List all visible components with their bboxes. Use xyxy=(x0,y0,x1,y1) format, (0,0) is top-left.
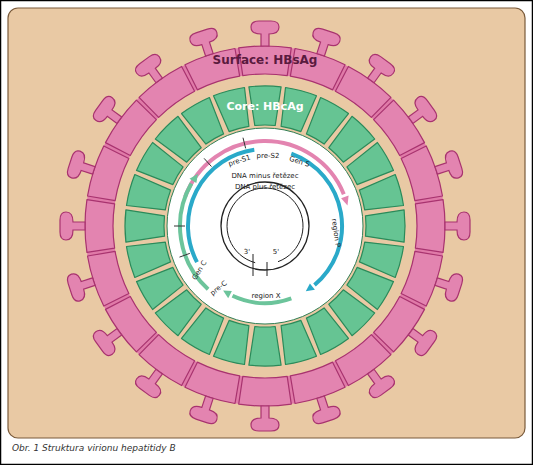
arrow-head xyxy=(223,291,232,299)
envelope-circle: Surface: HBsAgCore: HBcAg xyxy=(60,21,470,431)
core-capsomer xyxy=(359,175,403,210)
label-holder: region X xyxy=(251,283,280,302)
surface-spike xyxy=(432,149,464,183)
core-capsomer xyxy=(366,210,406,242)
core-capsomer xyxy=(127,242,171,277)
gene-boundary-tick xyxy=(179,253,189,257)
envelope-protein xyxy=(400,247,444,306)
genome-label: region X xyxy=(251,292,280,300)
envelope-units xyxy=(60,21,470,431)
gene-c-arc xyxy=(180,184,208,290)
genome-label: 5' xyxy=(273,248,279,256)
envelope-unit xyxy=(239,21,292,76)
label-holder: region P xyxy=(328,217,351,248)
envelope-unit xyxy=(84,293,159,368)
envelope-unit xyxy=(371,84,446,159)
dna-plus-strand xyxy=(227,188,303,263)
surface-spike xyxy=(432,268,464,302)
strand-ends xyxy=(253,254,267,276)
polymerase-arc xyxy=(188,150,254,262)
background-panel xyxy=(8,8,525,438)
envelope-unit xyxy=(415,200,470,253)
surface-spike xyxy=(133,363,170,400)
envelope-unit xyxy=(239,376,292,431)
surface-spike xyxy=(66,149,98,183)
envelope-protein xyxy=(184,361,243,405)
genome-label: pre-S2 xyxy=(257,152,280,160)
envelope-ring xyxy=(99,60,431,392)
arrow-head xyxy=(341,196,349,206)
genome-label: DNA minus řetězec xyxy=(231,172,298,180)
core-circle: Core: HBcAg xyxy=(125,86,405,366)
surface-spike xyxy=(66,268,98,302)
genome-area xyxy=(167,128,363,324)
arrow-head xyxy=(306,284,315,292)
envelope-protein xyxy=(86,145,130,204)
gene-boundary-tick xyxy=(243,138,246,149)
genome-label: 3' xyxy=(244,248,250,256)
core-capsomers xyxy=(125,86,405,366)
envelope-unit xyxy=(332,332,407,407)
surface-spike xyxy=(402,320,439,357)
label-holder: 5' xyxy=(273,239,279,258)
surface-spike xyxy=(307,393,341,425)
envelope-protein xyxy=(286,361,345,405)
figure-caption: Obr. 1 Struktura virionu hepatitidy B xyxy=(12,443,176,453)
genome-label: region P xyxy=(330,218,342,247)
surface-spike xyxy=(359,52,396,89)
surface-spike xyxy=(251,21,279,46)
core-capsomer xyxy=(249,327,281,367)
surface-spike xyxy=(133,52,170,89)
arrow-head xyxy=(190,174,199,183)
envelope-protein xyxy=(400,145,444,204)
core-capsomer xyxy=(125,210,165,242)
surface-spike xyxy=(188,393,222,425)
label-holder: 3' xyxy=(244,239,250,258)
genome-label: DNA plus řetězec xyxy=(235,183,295,191)
surface-spike xyxy=(445,212,470,240)
envelope-unit xyxy=(286,361,353,429)
surface-spike xyxy=(251,406,279,431)
polymerase-arc xyxy=(291,154,342,285)
envelope-protein xyxy=(85,200,115,253)
surface-spike xyxy=(91,320,128,357)
dna-minus-strand xyxy=(221,182,309,270)
envelope-protein xyxy=(415,200,445,253)
envelope-unit xyxy=(62,247,130,314)
surface-spike xyxy=(60,212,85,240)
label-holder: DNA plus řetězec xyxy=(235,174,295,193)
envelope-unit xyxy=(123,45,198,120)
gene-boundary-tick xyxy=(204,158,211,166)
surface-spike xyxy=(402,94,439,131)
genome-map xyxy=(174,138,349,303)
envelope-label: Surface: HBsAg xyxy=(213,53,318,67)
envelope-protein xyxy=(86,247,130,306)
envelope-unit xyxy=(60,200,115,253)
envelope-protein xyxy=(239,376,292,406)
gene-s-arc xyxy=(185,141,344,197)
gene-boundary-tick xyxy=(174,226,185,227)
surface-spike xyxy=(359,363,396,400)
envelope-unit xyxy=(400,138,468,205)
label-holder: DNA minus řetězec xyxy=(231,163,298,182)
label-holder: pre-S2 xyxy=(257,143,280,162)
core-capsomer xyxy=(281,320,316,364)
core-label: Core: HBcAg xyxy=(226,100,303,113)
surface-spike xyxy=(91,94,128,131)
